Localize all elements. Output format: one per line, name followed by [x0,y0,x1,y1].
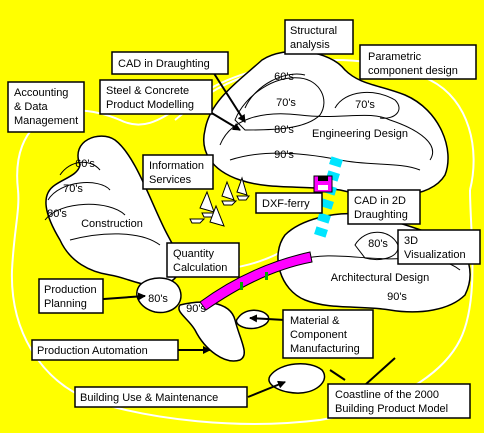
eng-decade-80s: 80's [274,124,294,136]
svg-text:Building Use & Maintenance: Building Use & Maintenance [80,392,218,404]
svg-text:Quantity: Quantity [173,248,214,260]
svg-text:Manufacturing: Manufacturing [290,343,360,355]
callout-material-component: Material & Component Manufacturing [282,309,374,359]
sailboats-icon [189,176,250,227]
engineering-design-island: 60's 70's 70's 80's 90's Engineering Des… [203,50,449,197]
svg-text:Management: Management [14,115,78,127]
svg-text:Calculation: Calculation [173,262,227,274]
svg-text:Services: Services [149,174,192,186]
dxf-ferry-track [314,156,343,238]
svg-text:CAD in 2D: CAD in 2D [354,195,406,207]
callout-parametric-design: Parametric component design [359,44,477,80]
callout-3d-visualization: 3D Visualization [397,229,481,265]
svg-text:Product Modelling: Product Modelling [106,99,194,111]
svg-text:Building Product Model: Building Product Model [335,403,448,415]
production-lowland: 80's 90's [136,277,245,362]
callout-production-automation: Production Automation [31,339,179,361]
construction-label: Construction [81,218,143,230]
callout-quantity-calculation: Quantity Calculation [166,242,240,278]
eng-decade-90s: 90's [274,149,294,161]
svg-text:Parametric: Parametric [368,51,422,63]
svg-text:DXF-ferry: DXF-ferry [262,198,310,210]
svg-text:Accounting: Accounting [14,87,68,99]
svg-text:Material &: Material & [290,315,340,327]
callout-information-services: Information Services [142,154,214,190]
eng-decade-60s: 60's [274,71,294,83]
arch-decade-90s: 90's [387,291,407,303]
callout-coastline: Coastline of the 2000 Building Product M… [327,383,471,419]
svg-text:Steel & Concrete: Steel & Concrete [106,85,189,97]
callout-building-use: Building Use & Maintenance [74,386,248,408]
svg-text:Draughting: Draughting [354,209,408,221]
planning-decade-80s: 80's [148,293,168,305]
callout-steel-concrete: Steel & Concrete Product Modelling [99,79,213,115]
svg-text:Production Automation: Production Automation [37,345,148,357]
svg-text:Structural: Structural [290,25,337,37]
floppy-disk-icon [313,175,333,193]
svg-text:analysis: analysis [290,39,330,51]
lower-decade-90s: 90's [186,303,206,315]
svg-text:CAD in Draughting: CAD in Draughting [118,58,210,70]
architectural-design-label: Architectural Design [331,272,429,284]
svg-text:Component: Component [290,329,347,341]
svg-text:component design: component design [368,65,458,77]
callout-structural-analysis: Structural analysis [284,19,354,55]
svg-text:Production: Production [44,284,97,296]
svg-text:Planning: Planning [44,298,87,310]
con-decade-70s: 70's [63,183,83,195]
svg-text:& Data: & Data [14,101,49,113]
bridge-pylon-1 [240,282,243,290]
quantity-bridge [199,251,313,311]
eng-decade-70s: 70's [276,97,296,109]
svg-text:Visualization: Visualization [404,249,466,261]
arch-decade-80s: 80's [368,238,388,250]
bridge-pylon-2 [265,272,268,280]
callout-accounting: Accounting & Data Management [7,81,85,133]
svg-text:Coastline of the 2000: Coastline of the 2000 [335,389,439,401]
engineering-design-label: Engineering Design [312,128,408,140]
callout-cad-2d: CAD in 2D Draughting [347,189,421,225]
con-decade-60s: 60's [75,158,95,170]
callout-production-planning: Production Planning [38,278,104,314]
con-decade-80s: 80's [47,208,67,220]
eng-decade-70s-parametric: 70's [355,99,375,111]
callout-cad-in-draughting: CAD in Draughting [111,51,229,75]
callout-dxf-ferry: DXF-ferry [255,192,323,214]
svg-text:Information: Information [149,160,204,172]
svg-text:3D: 3D [404,235,418,247]
